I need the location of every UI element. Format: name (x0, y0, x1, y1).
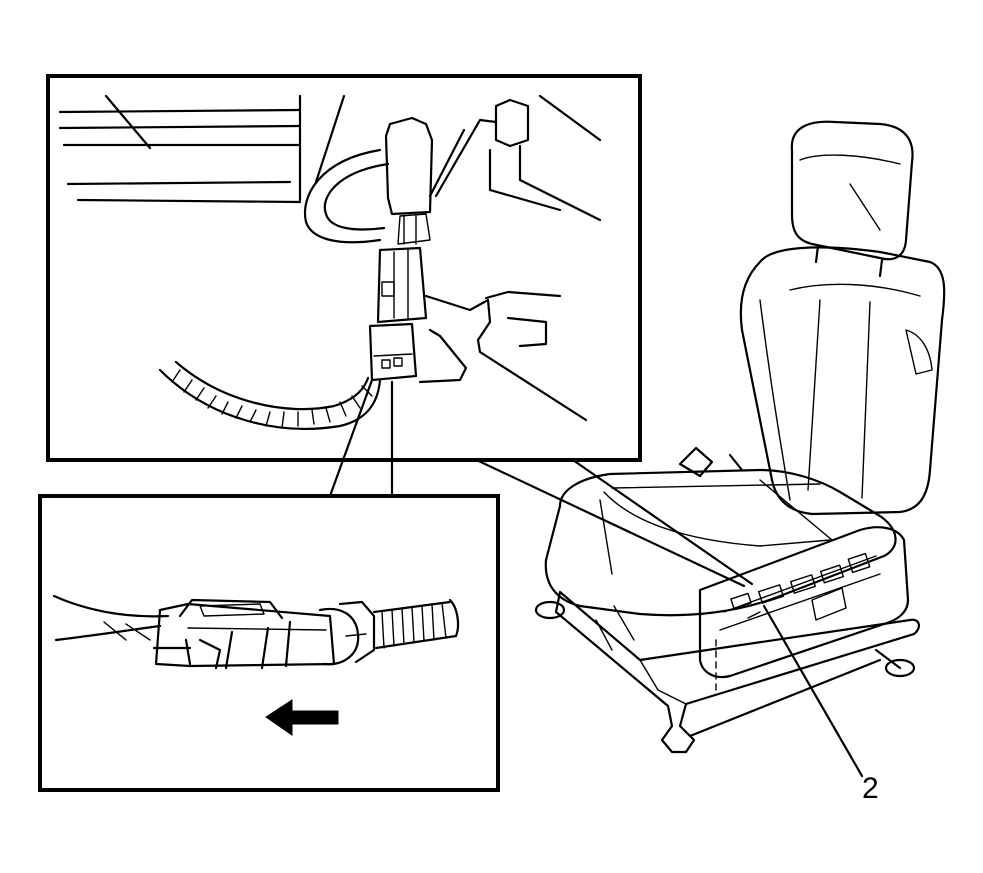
connector-upper (384, 116, 434, 216)
seat-illustration (534, 120, 946, 754)
seat-headrest (790, 120, 914, 261)
seat-back (739, 246, 946, 516)
direction-arrow-left-icon (265, 699, 339, 736)
zoom-line-left (328, 378, 374, 498)
connector-detail-inset-bottom (38, 494, 500, 792)
connector-lower (368, 322, 418, 382)
inset-leader-line-b (568, 456, 754, 586)
seat-side-panel (698, 526, 910, 679)
corrugated-harness (158, 360, 382, 430)
callout-2-label: 2 (862, 772, 879, 805)
connector-detail-inset-top (46, 74, 642, 462)
corrugated-sheath (372, 598, 460, 650)
inset-leader-line-a (466, 454, 746, 588)
seat-adjuster-switches (715, 552, 881, 691)
callout-2-leader (762, 604, 864, 778)
seat-track (554, 590, 920, 754)
